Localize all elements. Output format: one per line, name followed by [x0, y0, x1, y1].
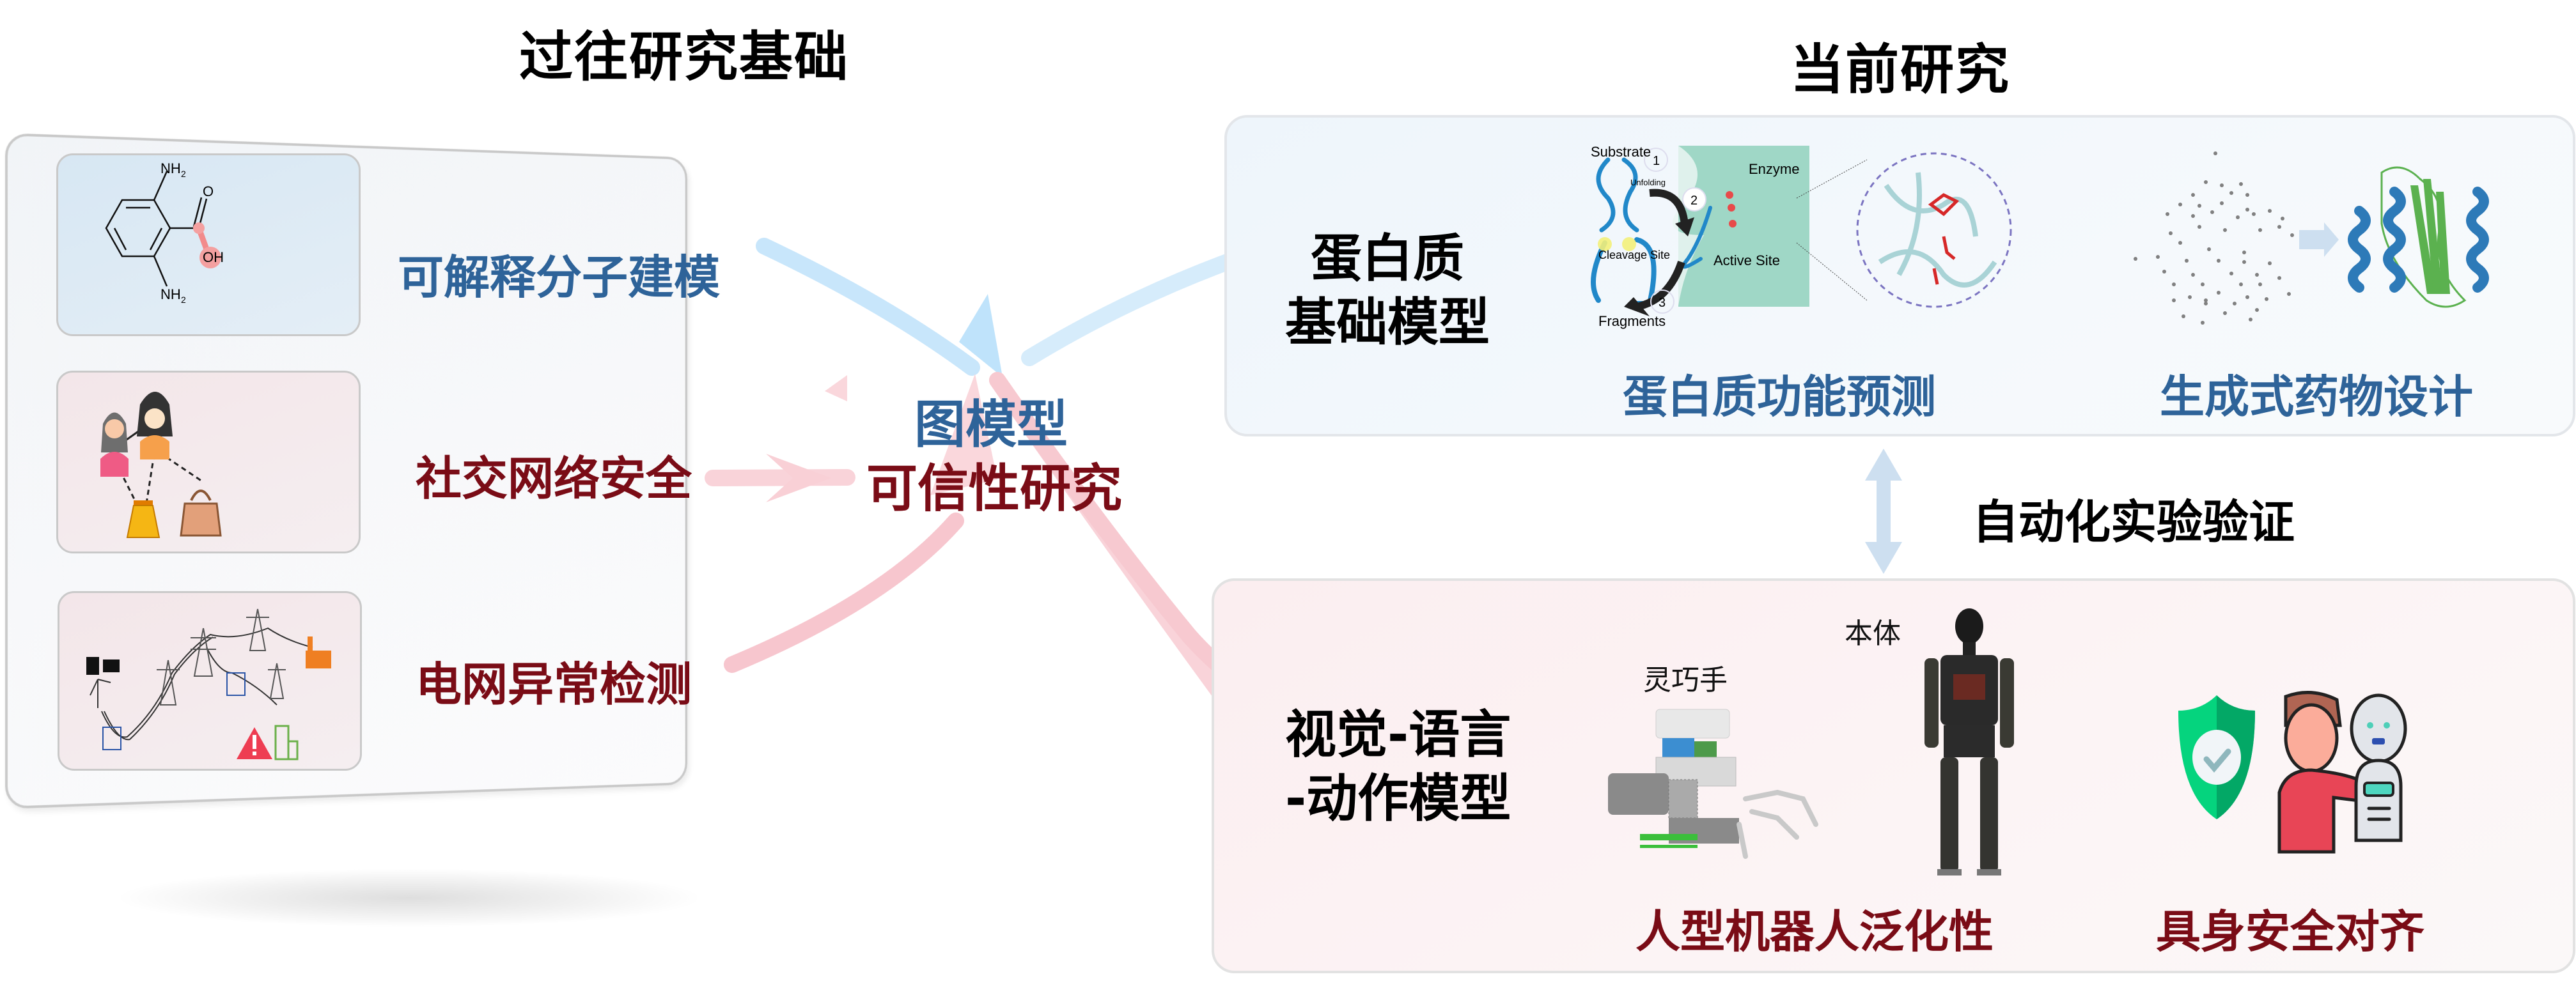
factory-icon	[306, 636, 331, 668]
enzyme-label: Enzyme	[1749, 161, 1799, 177]
unfolding-label: Unfolding	[1630, 178, 1666, 187]
item-social-network-security: 社交网络安全	[416, 452, 692, 505]
arrow-molecular-to-center	[756, 238, 1003, 377]
power-grid-icon	[86, 608, 331, 760]
enzyme-cleavage-diagram: 1 2 3 Substrate Unfolding Enzyme Active …	[1591, 144, 2012, 329]
arrow-grid-to-center	[724, 374, 997, 673]
protein-ribbon-icon	[2348, 166, 2489, 308]
protein-card-title-1: 蛋白质	[1311, 229, 1464, 288]
vla-card-title-1: 视觉-语言	[1285, 705, 1511, 764]
warning-icon	[237, 727, 272, 759]
point-cloud-icon	[2134, 151, 2294, 325]
shield-check-icon	[2178, 695, 2255, 819]
skirt-icon	[126, 500, 160, 538]
molecule-thumbnail: NH 2 NH 2 O OH	[56, 153, 361, 336]
amine-bottom-sub: 2	[181, 295, 186, 305]
power-plant-icon	[86, 657, 120, 675]
bidirectional-link-arrow	[1865, 449, 1902, 574]
item-grid-anomaly-detection: 电网异常检测	[416, 658, 692, 711]
automated-validation-label: 自动化实验验证	[1972, 495, 2295, 549]
dexterous-hand-label: 灵巧手	[1643, 665, 1728, 696]
center-title-graph-model: 图模型	[914, 395, 1068, 454]
power-grid-thumbnail	[58, 591, 362, 771]
person-icon-2	[137, 392, 173, 459]
step-2-label: 2	[1690, 194, 1698, 208]
transmission-tower-icon	[157, 608, 286, 706]
handbag-icon	[180, 490, 222, 537]
item-molecular-modeling: 可解释分子建模	[398, 251, 721, 304]
protein-card-title-2: 基础模型	[1285, 293, 1490, 352]
sub-item-protein-function: 蛋白质功能预测	[1623, 371, 1936, 423]
carbonyl-label: O	[203, 183, 214, 199]
wind-turbine-icon	[90, 679, 111, 708]
amine-bottom-label: NH	[160, 286, 181, 302]
arrow-right-icon	[2299, 222, 2339, 257]
hydroxyl-label: OH	[203, 249, 224, 265]
social-network-icon	[100, 392, 222, 538]
substrate-label: Substrate	[1591, 144, 1651, 160]
fragments-label: Fragments	[1598, 313, 1666, 329]
person-icon-1	[100, 412, 129, 477]
amine-top-sub: 2	[181, 169, 186, 179]
person-with-robot-icon	[2277, 691, 2407, 854]
current-research-heading: 当前研究	[1790, 38, 2011, 101]
protein-structure-icon	[2134, 151, 2489, 325]
amine-top-label: NH	[160, 160, 181, 176]
past-research-heading: 过往研究基础	[519, 26, 850, 88]
step-3-label: 3	[1659, 296, 1666, 310]
human-robot-safety-icon	[2178, 691, 2407, 854]
sub-item-embodied-safety: 具身安全对齐	[2156, 906, 2424, 958]
arrow-social-to-center	[705, 454, 855, 502]
building-icon	[274, 725, 299, 760]
sub-item-drug-design: 生成式药物设计	[2160, 371, 2473, 423]
social-network-thumbnail	[56, 371, 361, 553]
dexterous-hand-icon	[1608, 709, 1818, 859]
center-title-trustworthiness: 可信性研究	[866, 459, 1122, 518]
step-1-label: 1	[1653, 154, 1660, 168]
cleavage-site-label: Cleavage Site	[1598, 249, 1670, 261]
sub-item-humanoid-generalization: 人型机器人泛化性	[1635, 906, 1994, 958]
humanoid-robot-icon	[1924, 608, 2014, 875]
active-site-label: Active Site	[1713, 252, 1780, 268]
vla-card-title-2: -动作模型	[1285, 769, 1511, 828]
transformer-icon	[102, 672, 246, 750]
robot-body-label: 本体	[1845, 618, 1901, 649]
molecule-structure-icon: NH 2 NH 2 O OH	[105, 160, 224, 305]
panel-shadow	[121, 869, 697, 927]
